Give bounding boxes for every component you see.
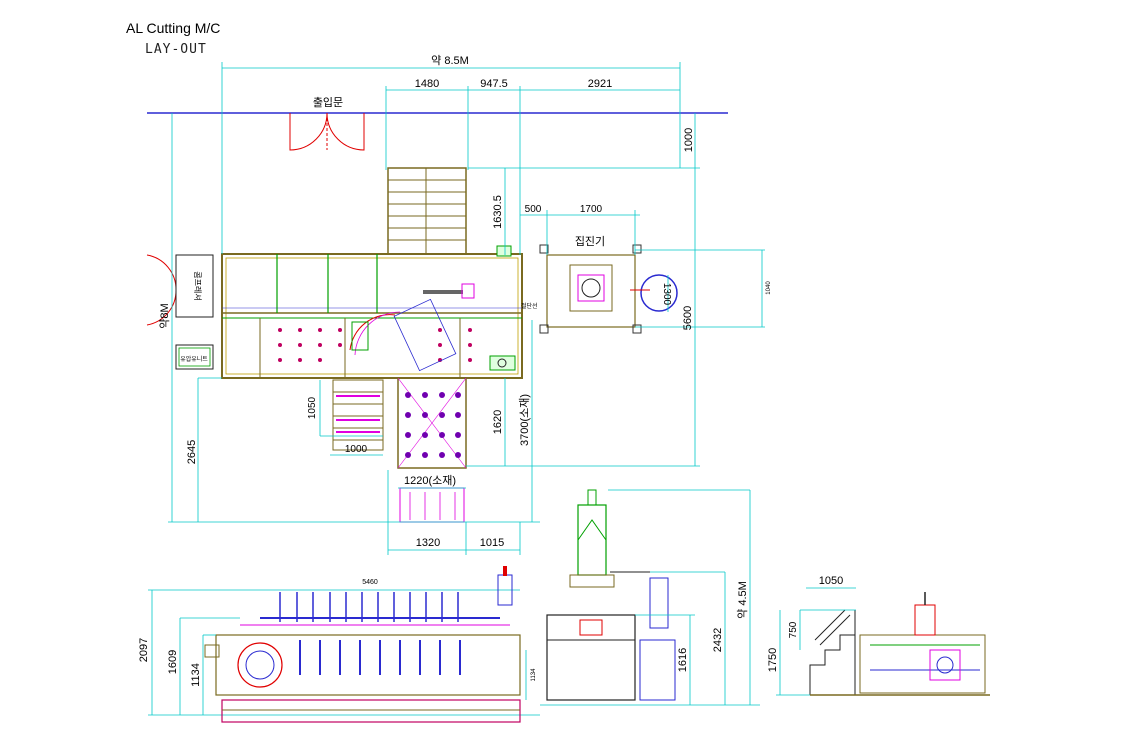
elev-1134-small: 1134 <box>531 668 537 682</box>
cut-line-label: 절단선 <box>521 302 538 310</box>
dim-500: 500 <box>525 204 542 215</box>
elev-1750: 1750 <box>767 648 779 672</box>
elev-1134: 1134 <box>190 663 202 687</box>
compressor-box <box>175 254 214 318</box>
entrance-door <box>289 112 365 151</box>
elev-2097: 2097 <box>138 638 150 662</box>
dim-1700: 1700 <box>580 204 603 215</box>
dim-1050-plan: 1050 <box>307 396 318 419</box>
dim-1040: 1040 <box>766 281 772 295</box>
dim-1480: 1480 <box>415 78 439 90</box>
top-rack <box>387 167 467 255</box>
main-machine-elevation <box>148 566 540 723</box>
elev-1616: 1616 <box>677 648 689 672</box>
dim-1620: 1620 <box>492 410 504 434</box>
dim-1000-plan: 1000 <box>345 444 368 455</box>
elev-height-about: 약 4.5M <box>735 581 749 619</box>
entrance-door-label: 출입문 <box>313 96 343 109</box>
dim-1015: 1015 <box>480 537 504 549</box>
material-table <box>397 377 467 523</box>
elev-1609: 1609 <box>167 650 179 674</box>
dim-947-5: 947.5 <box>480 78 508 90</box>
drawing-title: AL Cutting M/C <box>126 20 221 36</box>
dim-2645: 2645 <box>186 440 198 464</box>
dim-1630-5: 1630.5 <box>492 195 504 229</box>
dim-2921: 2921 <box>588 78 612 90</box>
hydraulic-unit-label: 유압유니트 <box>180 355 208 363</box>
compressor-label: 콤프레셔 <box>193 271 202 300</box>
drawing-subtitle: LAY-OUT <box>145 42 207 57</box>
dust-collector-label: 집진기 <box>575 235 605 248</box>
bottom-left-rack <box>332 379 384 451</box>
dim-1220: 1220(소재) <box>404 474 456 487</box>
dim-3700: 3700(소재) <box>518 394 531 446</box>
dim-1000-right: 1000 <box>683 128 695 152</box>
dimension-lines <box>168 62 765 555</box>
elev-2432: 2432 <box>712 628 724 652</box>
main-machine-plan <box>221 253 523 379</box>
dim-width-about: 약 8.5M <box>431 53 469 67</box>
dim-height-about: 약8M <box>157 303 171 328</box>
dim-1320: 1320 <box>416 537 440 549</box>
elev-750: 750 <box>788 621 799 638</box>
elev-1050: 1050 <box>819 575 843 587</box>
dim-5600: 5600 <box>682 306 694 330</box>
elev-5460: 5460 <box>362 579 378 586</box>
stair-elevation <box>809 592 990 696</box>
dust-collector-plan <box>539 244 678 334</box>
dust-collector-elevation <box>546 489 676 701</box>
dim-1300: 1300 <box>661 283 672 306</box>
hydraulic-unit-box <box>175 344 214 370</box>
